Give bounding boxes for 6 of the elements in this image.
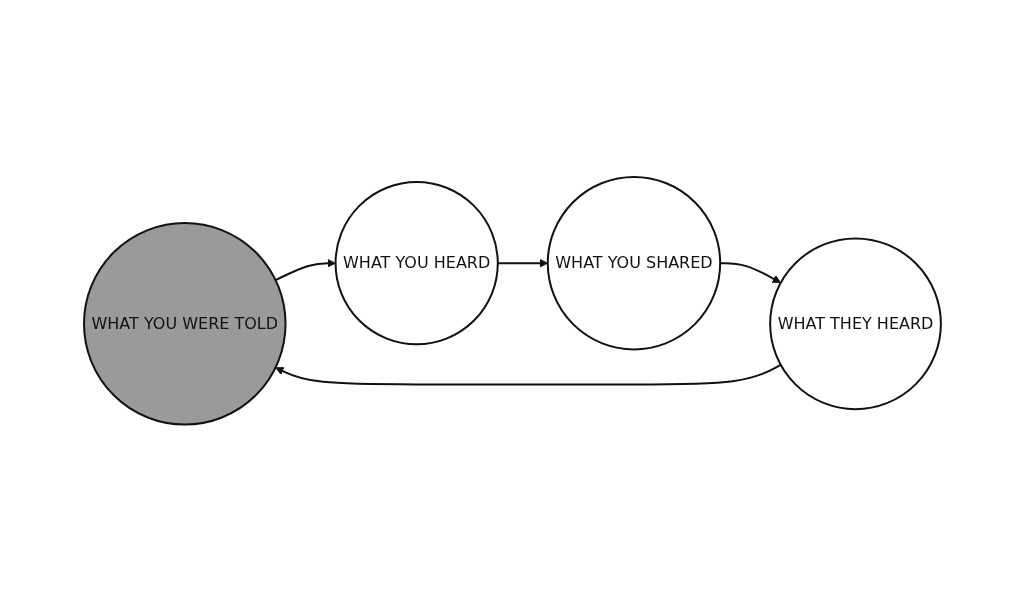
node-circle: WHAT YOU HEARD — [334, 181, 499, 346]
node-circle: WHAT THEY HEARD — [768, 237, 942, 411]
arrow — [274, 364, 782, 386]
arrow — [274, 259, 336, 282]
node-circle: WHAT YOU WERE TOLD — [82, 222, 287, 426]
node-circle: WHAT YOU SHARED — [546, 176, 721, 351]
